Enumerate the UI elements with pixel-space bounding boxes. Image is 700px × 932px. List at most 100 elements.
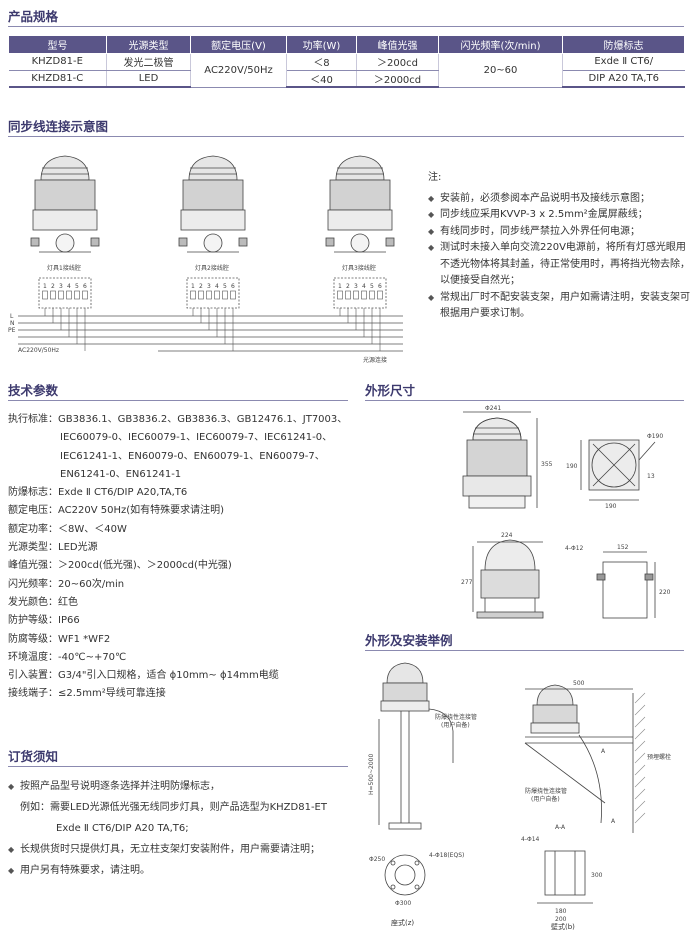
table-row: KHZD81-C LED ＜40 ＞2000cd DIP A20 TA,T6 [8,70,685,88]
terminal-number: 6 [231,283,235,290]
spec-cell: ＜40 [286,70,357,88]
param-row: 接线端子：≤2.5mm²导线可靠连接 [8,685,353,703]
spec-header-cell: 闪光频率(次/min) [438,36,563,54]
terminal-number: 2 [51,283,55,290]
order-notes: 按照产品型号说明逐条选择并注明防爆标志， 例如：需要LED光源低光强无线同步灯具… [8,776,353,881]
param-value: LED光源 [58,542,98,554]
cable-label: 防爆挠性连接管 [435,713,477,721]
terminal-number: 2 [346,283,350,290]
order-example: Exde Ⅱ CT6/DIP A20 TA,T6; [56,823,189,834]
terminal-number: 2 [199,283,203,290]
lamp-label: 灯具2接线腔 [195,264,229,272]
line-label: L [10,313,14,320]
spec-header-row: 型号 光源类型 额定电压(V) 功率(W) 峰值光强 闪光频率(次/min) 防… [8,36,685,54]
spec-cell: ＞200cd [356,53,439,71]
dia-label: Φ250 [369,856,385,863]
section-rule [8,400,348,401]
param-row: 额定电压：AC220V 50Hz(如有特殊要求请注明) [8,502,353,520]
note-item: 有线同步时，同步线严禁拉入外界任何电源； [428,224,690,241]
section-title-dims: 外形尺寸 [365,383,416,398]
order-item: 用户另有特殊要求，请注明。 [8,860,353,881]
note-item: 常规出厂时不配安装支架，用户如需请注明，安装支架可根据用户要求订制。 [428,290,690,323]
param-label: 发光颜色： [8,596,58,608]
spec-table: 型号 光源类型 额定电压(V) 功率(W) 峰值光强 闪光频率(次/min) 防… [8,36,685,88]
dim-label: Φ190 [647,433,663,440]
caption-b: 壁式(b) [551,922,575,930]
param-value: ≤2.5mm²导线可靠连接 [58,688,166,700]
param-label: 防爆标志： [8,487,58,499]
arm-label: 500 [573,680,585,687]
supply-label: AC220V/50Hz [18,347,59,354]
terminal-number: 3 [59,283,63,290]
spec-cell: 发光二极管 [106,53,191,71]
lamp-unit [30,155,100,253]
bracket-label: 200 [555,916,567,923]
param-label: 接线端子： [8,688,58,700]
param-row: 闪光频率：20~60次/min [8,576,353,594]
cable-sub: (用户自备) [441,721,470,729]
param-label: 防腐等级： [8,633,58,645]
installation-drawings: 防爆挠性连接管 (用户自备) H=500~2000 4-Φ18(EQS) Φ25… [368,662,671,930]
param-label: 环境温度： [8,651,58,663]
section-title-sync: 同步线连接示意图 [8,119,109,134]
param-row: 引入装置：G3/4"引入口规格，适合 ϕ10mm~ ϕ14mm电缆 [8,667,353,685]
caption-a: 座式(z) [391,918,414,927]
lamp-label: 灯具3接线腔 [342,264,376,272]
terminal-number: 4 [362,283,366,290]
param-value: ＜8W、＜40W [58,523,127,535]
dim-label: 220 [659,589,671,596]
bracket-label: 180 [555,908,567,915]
terminal-number: 4 [215,283,219,290]
spec-cell: ＞2000cd [356,70,439,88]
param-value: 20~60次/min [58,578,125,590]
param-value: IEC61241-1、EN60079-0、EN60079-1、EN60079-7… [60,450,325,462]
param-row: 防爆标志：Exde Ⅱ CT6/DIP A20,TA,T6 [8,484,353,502]
section-label: A-A [555,824,566,831]
dim-label: 355 [541,461,553,468]
terminal-number: 6 [378,283,382,290]
param-value: Exde Ⅱ CT6/DIP A20,TA,T6 [58,487,188,499]
section-rule [8,136,684,137]
section-rule [8,766,348,767]
param-row: 防护等级：IP66 [8,612,353,630]
cable-sub: (用户自备) [531,795,560,803]
line-label: N [10,320,15,327]
note-item: 测试时未接入单向交流220V电源前，将所有灯感光眼用不透光物体将其封盖，待正常使… [428,240,690,290]
dim-label: 13 [647,473,655,480]
param-value: EN61241-0、EN61241-1 [60,468,182,480]
terminal-number: 1 [43,283,47,290]
param-row: 峰值光强：＞200cd(低光强)、＞2000cd(中光强) [8,557,353,575]
dim-label: 190 [566,463,578,470]
terminal-number: 4 [67,283,71,290]
dimension-drawings: Φ241 355 Φ190 190 190 13 224 277 4-Φ12 1… [461,405,671,619]
height-label: H=500~2000 [368,754,375,795]
terminal-number: 3 [207,283,211,290]
spec-header-cell: 光源类型 [106,36,191,54]
tech-params: 执行标准：GB3836.1、GB3836.2、GB3836.3、GB12476.… [8,411,353,704]
param-row: 光源类型：LED光源 [8,539,353,557]
spec-header-cell: 峰值光强 [356,36,439,54]
terminal-number: 1 [191,283,195,290]
section-rule [8,26,684,27]
param-row: 防腐等级：WF1 *WF2 [8,631,353,649]
bracket-label: 300 [591,872,603,879]
param-row: 执行标准：GB3836.1、GB3836.2、GB3836.3、GB12476.… [8,411,353,429]
table-row: KHZD81-E 发光二极管 AC220V/50Hz ＜8 ＞200cd 20~… [8,53,685,88]
terminal-number: 5 [223,283,227,290]
spec-cell: KHZD81-C [8,70,107,88]
note-item: 同步线应采用KVVP-3 x 2.5mm²金属屏蔽线； [428,207,690,224]
param-row: 发光颜色：红色 [8,594,353,612]
spec-cell: AC220V/50Hz [190,53,287,88]
param-label: 防护等级： [8,615,58,627]
spec-cell: Exde Ⅱ CT6/ [562,53,685,71]
terminal-number: 3 [354,283,358,290]
line-label: PE [8,327,16,334]
sync-notes: 注: 安装前，必须参阅本产品说明书及接线示意图； 同步线应采用KVVP-3 x … [428,170,690,323]
sync-wire-label: 光源连接 [363,356,387,364]
dim-label: 152 [617,544,629,551]
section-holes: 4-Φ14 [521,836,540,843]
param-value: WF1 *WF2 [58,633,111,645]
param-value: G3/4"引入口规格，适合 ϕ10mm~ ϕ14mm电缆 [58,670,279,682]
